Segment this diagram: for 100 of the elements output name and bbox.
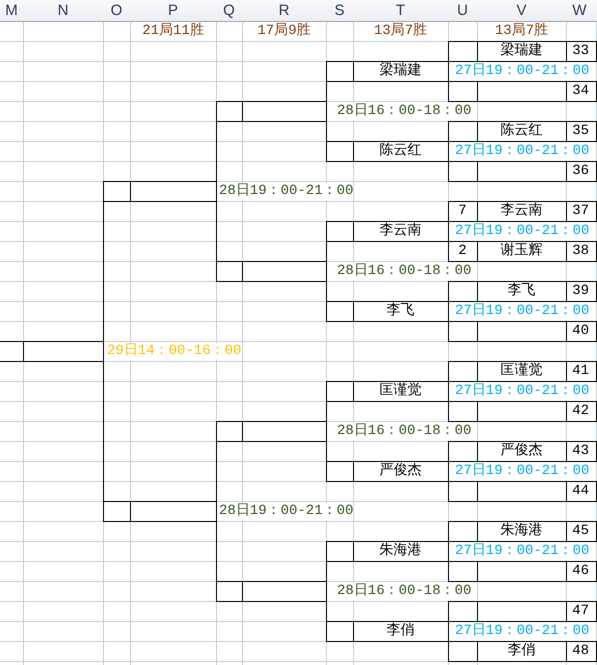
match-time: 29日14：00-16：00 (107, 343, 242, 360)
bracket-box (448, 561, 597, 582)
slot-number: 43 (572, 443, 589, 460)
column-header: R (242, 0, 327, 22)
match-time: 27日19：00-21：00 (455, 223, 590, 240)
match-time: 28日16：00-18：00 (337, 103, 472, 120)
bracket-box (448, 41, 597, 62)
round-heading: 21局11胜 (142, 23, 204, 40)
column-header: T (353, 0, 449, 22)
bracket-line (216, 521, 217, 582)
bracket-box (448, 121, 597, 142)
player-name: 李飞 (508, 283, 536, 300)
player-name: 陈云红 (500, 123, 542, 140)
bracket-box (448, 601, 597, 622)
seed-number: 2 (458, 243, 467, 260)
player-name: 朱海港 (500, 523, 542, 540)
bracket-box (448, 441, 597, 462)
player-name: 梁瑞建 (380, 63, 422, 80)
column-header: M (0, 0, 24, 22)
bracket-box (326, 221, 449, 242)
bracket-box (448, 361, 597, 382)
bracket-line (216, 441, 217, 502)
match-time: 27日19：00-21：00 (455, 543, 590, 560)
bracket-line (326, 561, 327, 582)
column-header: O (103, 0, 131, 22)
match-time: 27日19：00-21：00 (455, 63, 590, 80)
column-header: N (23, 0, 104, 22)
slot-number: 35 (572, 123, 589, 140)
slot-number: 46 (572, 563, 589, 580)
bracket-box (448, 241, 597, 262)
bracket-box (448, 161, 597, 182)
bracket-line (103, 361, 104, 502)
match-time: 28日16：00-18：00 (337, 583, 472, 600)
column-header: P (130, 0, 217, 22)
slot-number: 42 (572, 403, 589, 420)
slot-number: 45 (572, 523, 589, 540)
match-time: 27日19：00-21：00 (455, 463, 590, 480)
bracket-box (326, 621, 449, 642)
bracket-box (103, 501, 217, 522)
bracket-box (216, 261, 327, 282)
player-name: 李云南 (380, 223, 422, 240)
player-name: 李云南 (500, 203, 542, 220)
bracket-box (448, 201, 597, 222)
match-time: 28日16：00-18：00 (337, 263, 472, 280)
slot-number: 37 (572, 203, 589, 220)
bracket-box (326, 61, 449, 82)
bracket-box (326, 381, 449, 402)
player-name: 匡谨觉 (500, 363, 542, 380)
bracket-line (103, 201, 104, 342)
bracket-box (448, 481, 597, 502)
player-name: 匡谨觉 (380, 383, 422, 400)
bracket-box (216, 421, 327, 442)
bracket-box (216, 101, 327, 122)
slot-number: 44 (572, 483, 589, 500)
bracket-line (326, 81, 327, 102)
slot-number: 41 (572, 363, 589, 380)
round-heading: 13局7胜 (374, 23, 428, 40)
column-header: W (566, 0, 597, 22)
seed-number: 7 (458, 203, 467, 220)
bracket-line (326, 281, 327, 302)
round-heading: 13局7胜 (494, 23, 548, 40)
bracket-box (448, 281, 597, 302)
match-time: 28日19：00-21：00 (219, 183, 354, 200)
bracket-box (448, 521, 597, 542)
slot-number: 40 (572, 323, 589, 340)
bracket-line (326, 441, 327, 462)
slot-number: 48 (572, 643, 589, 660)
player-name: 陈云红 (380, 143, 422, 160)
match-time: 27日19：00-21：00 (455, 383, 590, 400)
bracket-line (326, 601, 327, 622)
bracket-box (448, 641, 597, 662)
match-time: 27日19：00-21：00 (455, 623, 590, 640)
player-name: 李俏 (508, 643, 536, 660)
player-name: 严俊杰 (500, 443, 542, 460)
bracket-line (216, 201, 217, 262)
player-name: 李俏 (386, 623, 414, 640)
bracket-box (326, 301, 449, 322)
round-heading: 17局9胜 (257, 23, 311, 40)
bracket-box (448, 401, 597, 422)
column-header: U (448, 0, 478, 22)
bracket-box (326, 461, 449, 482)
bracket-line (326, 241, 327, 262)
match-time: 28日16：00-18：00 (337, 423, 472, 440)
slot-number: 39 (572, 283, 589, 300)
bracket-box (326, 141, 449, 162)
bracket-box (0, 341, 104, 362)
player-name: 梁瑞建 (500, 43, 542, 60)
slot-number: 33 (572, 43, 589, 60)
slot-number: 47 (572, 603, 589, 620)
match-time: 27日19：00-21：00 (455, 303, 590, 320)
column-header: S (326, 0, 354, 22)
bracket-line (326, 401, 327, 422)
column-header: V (477, 0, 567, 22)
slot-number: 38 (572, 243, 589, 260)
bracket-box (326, 541, 449, 562)
bracket-line (326, 121, 327, 142)
match-time: 27日19：00-21：00 (455, 143, 590, 160)
bracket-box (103, 181, 217, 202)
player-name: 严俊杰 (380, 463, 422, 480)
match-time: 28日19：00-21：00 (219, 503, 354, 520)
